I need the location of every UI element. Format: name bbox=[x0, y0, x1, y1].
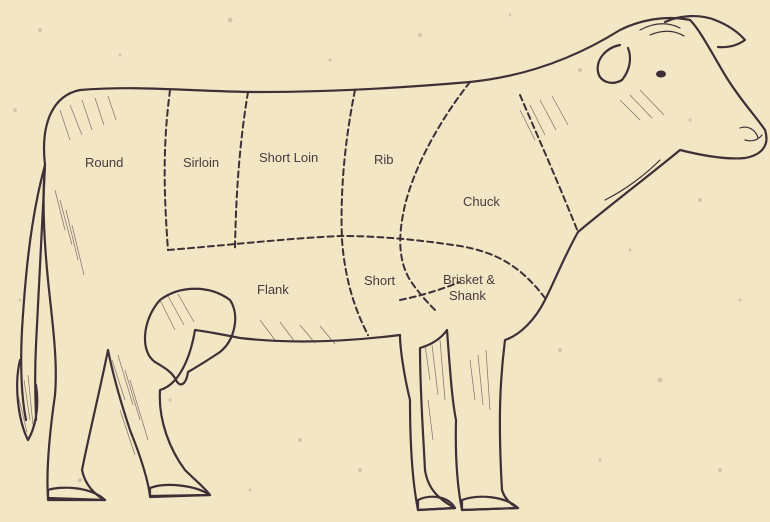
eye bbox=[656, 71, 666, 78]
cut-label-short: Short bbox=[364, 273, 395, 288]
ear bbox=[598, 45, 630, 83]
cut-label-chuck: Chuck bbox=[463, 194, 500, 209]
dewlap bbox=[605, 160, 660, 200]
hoof-front-right bbox=[462, 497, 518, 510]
hoof-front-left bbox=[418, 497, 455, 510]
cut-label-rib: Rib bbox=[374, 152, 394, 167]
cut-label-brisket-line2: Shank bbox=[449, 288, 486, 303]
cut-label-flank: Flank bbox=[257, 282, 289, 297]
cut-label-sirloin: Sirloin bbox=[183, 155, 219, 170]
cut-label-short-loin: Short Loin bbox=[259, 150, 318, 165]
udder bbox=[145, 289, 235, 385]
tail bbox=[17, 165, 45, 440]
cow-body-outline bbox=[44, 18, 767, 510]
paper-texture bbox=[13, 14, 742, 492]
muzzle bbox=[740, 127, 762, 141]
cut-label-round: Round bbox=[85, 155, 123, 170]
cut-label-brisket-line1: Brisket & bbox=[443, 272, 495, 287]
forelock bbox=[640, 24, 684, 36]
shading bbox=[55, 90, 664, 455]
